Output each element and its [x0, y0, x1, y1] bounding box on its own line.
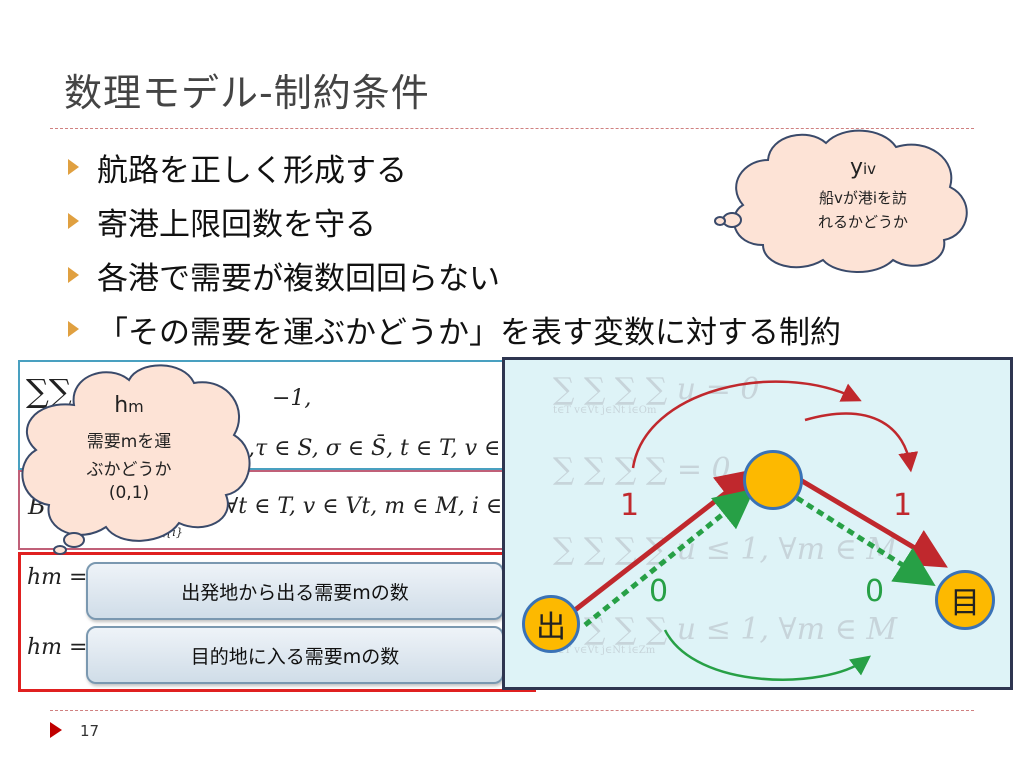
title-divider [50, 128, 974, 129]
cloud-hm-line: (0,1) [108, 483, 150, 503]
bullet-triangle-icon [68, 213, 79, 229]
bullet-triangle-icon [68, 267, 79, 283]
bullet-item: 寄港上限回数を守る [64, 194, 841, 248]
flow-arrows [573, 380, 948, 681]
page-number: 17 [80, 722, 100, 740]
bullet-item: 「その需要を運ぶかどうか」を表す変数に対する制約 [64, 302, 841, 356]
origin-node: 出 [522, 595, 580, 653]
footer-divider [50, 710, 974, 711]
arrow-top-out [804, 412, 919, 473]
cloud-callout-hm: hm 需要mを運 ぶかどうか (0,1) [14, 355, 254, 555]
edge-label-out: 1 [893, 488, 913, 523]
equation-lhs: hm = [27, 635, 88, 660]
arrow-bottom [663, 629, 872, 681]
arrow-top-in [631, 380, 862, 469]
ghost-equation-sub: t∈T v∈Vt j∈Nt i∈Om [553, 405, 657, 416]
equation-text: ,τ ∈ S, σ ∈ S̄, t ∈ T, v ∈ [248, 436, 501, 461]
footer-triangle-icon [50, 722, 62, 738]
equation-text: −1, [272, 386, 312, 411]
cloud-hm-line: ぶかどうか [86, 460, 172, 480]
cloud-hm-line: 需要mを運 [86, 432, 172, 452]
ghost-equation-sub: t∈T v∈Vt j∈Nt i∈Zm [553, 645, 656, 656]
dotted-origin-to-middle [583, 488, 755, 627]
equation-text: ,∀t ∈ T, v ∈ Vt, m ∈ M, i ∈ [218, 494, 503, 519]
dotted-middle-to-dest [795, 495, 936, 587]
bullet-list: 航路を正しく形成する 寄港上限回数を守る 各港で需要が複数回回らない 「その需要… [64, 140, 841, 356]
bullet-item: 航路を正しく形成する [64, 140, 841, 194]
departure-demand-label: 出発地から出る需要mの数 [86, 562, 504, 620]
edge-label-in: 1 [620, 488, 640, 523]
arrival-demand-label: 目的地に入る需要mの数 [86, 626, 504, 684]
cloud-yiv-symbol: yiv [849, 155, 877, 180]
arrow-middle-to-dest [795, 475, 948, 568]
bullet-item: 各港で需要が複数回回らない [64, 248, 841, 302]
cloud-yiv-line: 船vが港iを訪 [818, 189, 908, 207]
cloud-callout-yiv: yiv 船vが港iを訪 れるかどうか [708, 125, 978, 275]
bullet-text: 寄港上限回数を守る [97, 206, 376, 243]
cloud-yiv-line: れるかどうか [817, 213, 908, 231]
bullet-triangle-icon [68, 159, 79, 175]
bullet-triangle-icon [68, 321, 79, 337]
equation-lhs: hm = [27, 565, 88, 590]
cloud-hm-symbol: hm [114, 393, 144, 418]
cloud-shape [21, 364, 251, 555]
bullet-text: 航路を正しく形成する [97, 152, 407, 189]
slide-title: 数理モデル-制約条件 [64, 71, 430, 115]
flow-diagram-panel: ∑ ∑ ∑ ∑ u = 0 t∈T v∈Vt j∈Nt i∈Om ∑ ∑ ∑ ∑… [502, 357, 1013, 690]
bullet-text: 「その需要を運ぶかどうか」を表す変数に対する制約 [97, 314, 841, 351]
edge-label-dot-in: 0 [649, 574, 669, 609]
bullet-text: 各港で需要が複数回回らない [97, 260, 500, 297]
edge-label-dot-out: 0 [865, 574, 885, 609]
ghost-equation: ∑ ∑ ∑ ∑ u ≤ 1, ∀m ∈ M [553, 532, 898, 567]
middle-node [743, 450, 803, 510]
cloud-shape [714, 129, 968, 273]
destination-node: 目 [935, 570, 995, 630]
